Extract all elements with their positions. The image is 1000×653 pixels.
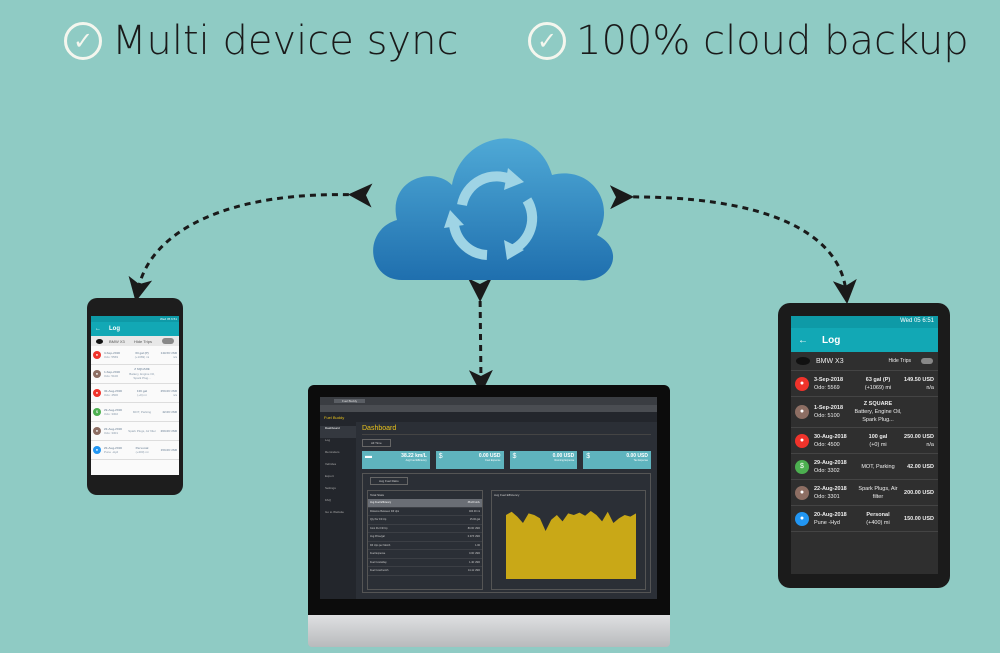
back-arrow-icon[interactable]: ← (798, 334, 808, 346)
wrench-icon: ● (93, 427, 101, 435)
ratio-dropdown[interactable]: Avg Fuel Ratio (370, 477, 408, 485)
monitor-chin (308, 615, 670, 647)
check-circle-icon: ✓ (528, 22, 566, 60)
dollar-icon: $ (586, 453, 591, 460)
dollar-icon: $ (795, 459, 809, 474)
fuel-icon: ● (795, 376, 809, 391)
arrow-cloud-tablet (609, 185, 857, 304)
vehicle-image (796, 357, 810, 365)
sidebar-item[interactable]: Export (325, 474, 334, 478)
fuel-icon: ● (93, 351, 101, 359)
hide-trips-toggle[interactable] (921, 358, 933, 364)
sidebar-item[interactable]: Settings (325, 486, 336, 490)
cloud-icon (373, 138, 614, 281)
app-title: Log (109, 326, 120, 332)
check-circle-icon: ✓ (64, 22, 102, 60)
hide-trips-toggle[interactable] (162, 338, 174, 344)
time-filter-dropdown[interactable]: All Time (362, 439, 391, 447)
car-icon: ● (795, 511, 809, 526)
sidebar-item[interactable]: Reminders (325, 450, 340, 454)
wrench-icon: ● (795, 405, 809, 419)
wrench-icon: ● (93, 370, 101, 378)
dollar-icon: $ (438, 453, 443, 460)
headline-multi-device-sync: ✓ Multi device sync (64, 18, 458, 64)
arrow-cloud-monitor (467, 277, 493, 394)
address-bar[interactable] (320, 405, 657, 412)
car-icon: ▬ (365, 453, 372, 460)
fuel-icon: ● (795, 433, 809, 448)
dollar-icon: $ (93, 408, 101, 416)
wrench-icon: ● (795, 485, 809, 500)
sync-icon (449, 171, 538, 260)
efficiency-chart: Avg Fuel Efficiency (491, 490, 646, 590)
brand-logo[interactable]: Fuel Buddy (324, 414, 345, 420)
back-arrow-icon[interactable]: ← (95, 326, 101, 332)
car-icon: ● (93, 446, 101, 454)
efficiency-area (506, 511, 636, 579)
sidebar-item[interactable]: Dashboard (320, 426, 356, 438)
sidebar-item[interactable]: Log (325, 438, 331, 442)
sidebar-item[interactable]: Go to Website (325, 510, 344, 514)
status-bar: Wed 05 6:51 (91, 316, 179, 322)
vehicle-image (96, 338, 103, 344)
arrow-cloud-phone (128, 183, 373, 302)
sidebar-item[interactable]: Vehicles (325, 462, 337, 466)
vehicle-name: BMW X3 (816, 357, 844, 365)
headline-cloud-backup: ✓ 100% cloud backup (528, 18, 969, 64)
status-bar: Wed 05 6:51 (791, 316, 938, 328)
app-title: Log (822, 334, 841, 346)
page-title: Dashboard (362, 425, 651, 435)
fuel-icon: ● (93, 389, 101, 397)
browser-tab[interactable]: Fuel Buddy (334, 399, 366, 403)
sidebar-item[interactable]: FAQ (325, 498, 332, 502)
dollar-icon: $ (512, 453, 517, 460)
